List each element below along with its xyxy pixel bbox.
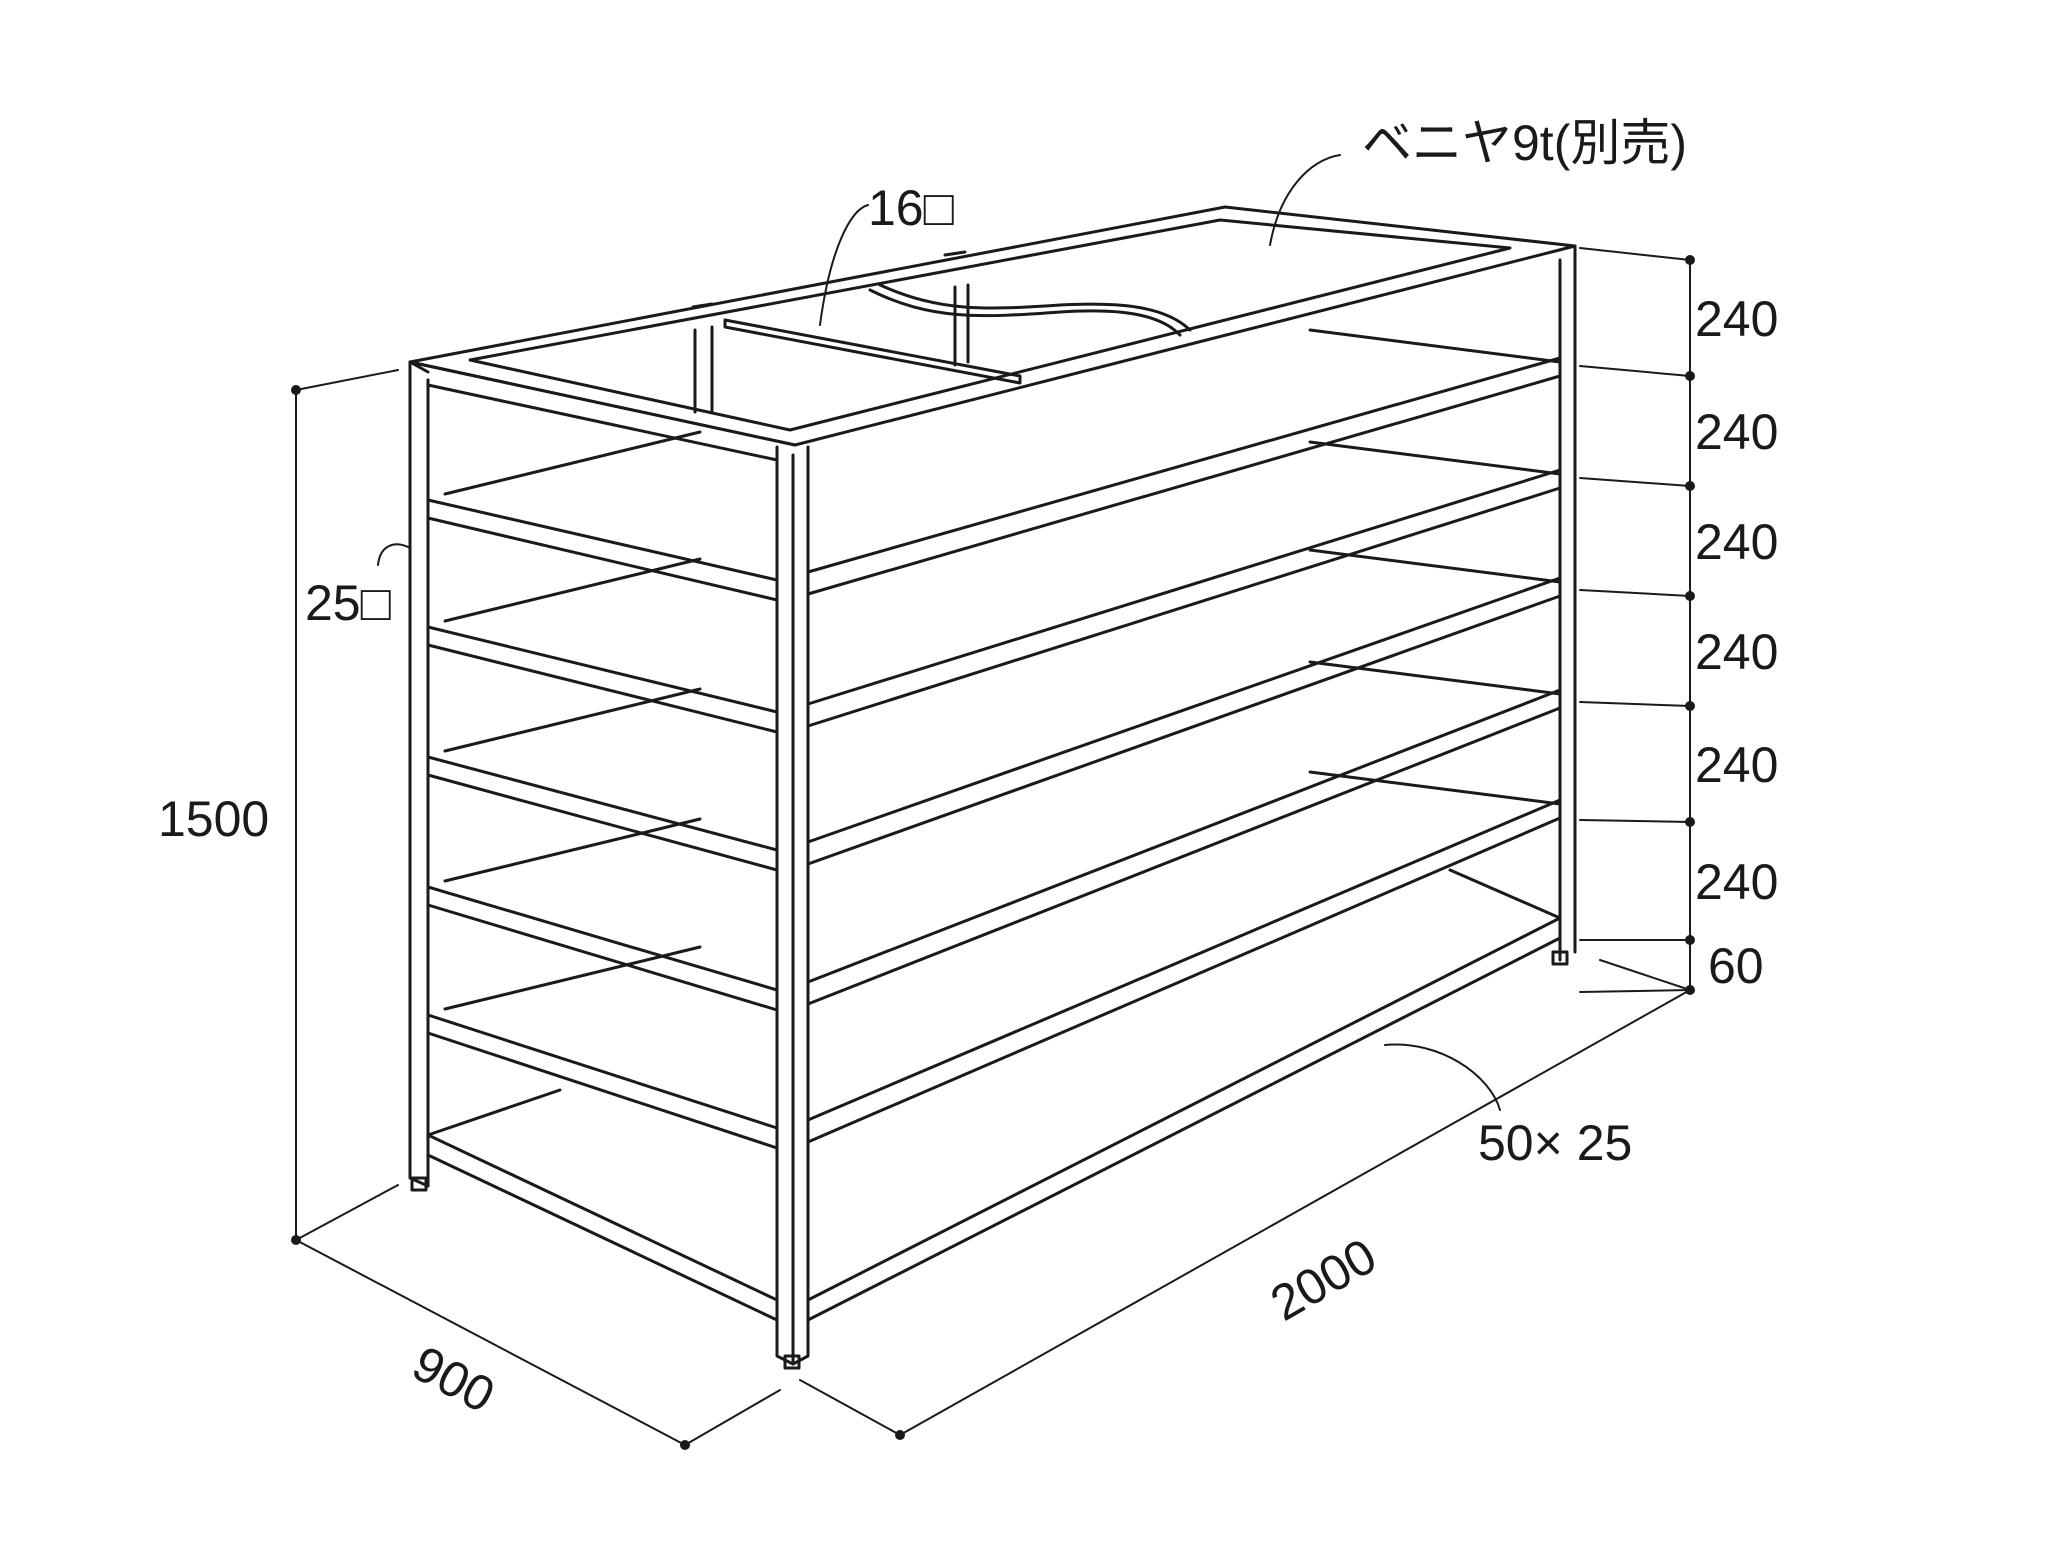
shelf-4-left-edge-lower [426, 903, 779, 1012]
foot-front [783, 1354, 801, 1370]
spacing-tick-2 [1579, 477, 1691, 487]
shelf-4-back-edge [443, 817, 702, 883]
spacing-dot-1 [1685, 371, 1695, 381]
shelf-5-front-edge [806, 798, 1562, 1122]
spacing-dot-7 [1685, 985, 1695, 995]
shelf-5-left-edge [426, 1013, 779, 1130]
spacing-dot-6 [1685, 935, 1695, 945]
shelf-1-front-edge-lower [806, 374, 1562, 596]
spacing-tick-3 [1579, 589, 1691, 597]
shelf-1-back-edge [443, 430, 702, 496]
rod-leader [819, 204, 869, 326]
foot-right [1551, 950, 1569, 966]
shelf-4-front-edge-lower [806, 706, 1562, 1006]
label-width: 2000 [1261, 1228, 1385, 1332]
rack-frame [408, 205, 1577, 1370]
shelf-3-left-edge-lower [426, 773, 779, 872]
spacing-tick-0 [1579, 247, 1691, 261]
shelf-3-rear-stub [1308, 548, 1562, 584]
shelf-5-back-edge [443, 945, 702, 1011]
label-post: 25□ [305, 575, 392, 631]
spacing-tick-5 [1579, 819, 1691, 823]
shelf-2-front-edge-lower [806, 486, 1562, 728]
shelf-3-front-edge [806, 576, 1562, 844]
plywood-leader [1269, 154, 1341, 246]
shelf-3-back-edge [443, 687, 702, 753]
shelf-5-left-edge-lower [426, 1031, 779, 1150]
foot-left [410, 1176, 428, 1192]
label-plywood: ベニヤ9t(別売) [1362, 115, 1687, 171]
spacing-labels: 240 240 240 240 240 240 60 [1695, 291, 1778, 994]
shelf-3-left-edge [426, 755, 779, 852]
dimension-labels: ベニヤ9t(別売) 16□ 25□ 1500 900 2000 50× 25 [158, 115, 1687, 1424]
spacing-tick-7 [1579, 989, 1691, 993]
spacing-ticks [1579, 247, 1695, 995]
label-beam: 50× 25 [1478, 1115, 1632, 1171]
label-rod: 16□ [868, 180, 955, 236]
shelf-2-left-edge [426, 625, 779, 714]
shelf-1-left-edge-lower [426, 516, 779, 602]
spacing-label-6: 60 [1708, 938, 1764, 994]
plywood-edge-back [878, 283, 1192, 332]
shelf-4-rear-stub [1308, 660, 1562, 696]
dimension-lines [291, 259, 1691, 1450]
front-left-post [408, 360, 430, 1188]
shelf-2-left-edge-lower [426, 643, 779, 734]
label-depth: 900 [404, 1335, 504, 1424]
shelf-2-front-edge [806, 468, 1562, 706]
spacing-dot-4 [1685, 701, 1695, 711]
shelf-1-left-edge [426, 498, 779, 582]
spacing-dot-5 [1685, 817, 1695, 827]
spacing-label-5: 240 [1695, 854, 1778, 910]
spacing-label-3: 240 [1695, 624, 1778, 680]
shelf-5-front-edge-lower [806, 816, 1562, 1144]
spacing-dot-0 [1685, 255, 1695, 265]
shelf-1-rear-stub [1308, 328, 1562, 364]
shelf-2-back-edge [443, 557, 702, 623]
post-leader [377, 543, 411, 566]
shelf-4-left-edge [426, 885, 779, 992]
spacing-dot-2 [1685, 481, 1695, 491]
top-deck-outline [408, 205, 1577, 447]
cross-rod [723, 318, 1022, 385]
spacing-tick-4 [1579, 701, 1691, 707]
spacing-dot-3 [1685, 591, 1695, 601]
shelf-1-front-edge [806, 356, 1562, 574]
shelf-2-rear-stub [1308, 440, 1562, 476]
spacing-tick-1 [1579, 365, 1691, 377]
shelf-4-front-edge [806, 688, 1562, 984]
label-height: 1500 [158, 791, 269, 847]
leader-lines [377, 154, 1501, 1111]
plywood-edge [868, 288, 1182, 337]
spacing-label-4: 240 [1695, 737, 1778, 793]
shelves-group [426, 328, 1562, 1150]
top-deck-inner [468, 218, 1512, 432]
spacing-label-0: 240 [1695, 291, 1778, 347]
shelf-5-rear-stub [1308, 770, 1562, 806]
shelf-3-front-edge-lower [806, 594, 1562, 866]
spacing-label-1: 240 [1695, 404, 1778, 460]
spacing-label-2: 240 [1695, 514, 1778, 570]
beam-leader [1384, 1043, 1501, 1111]
